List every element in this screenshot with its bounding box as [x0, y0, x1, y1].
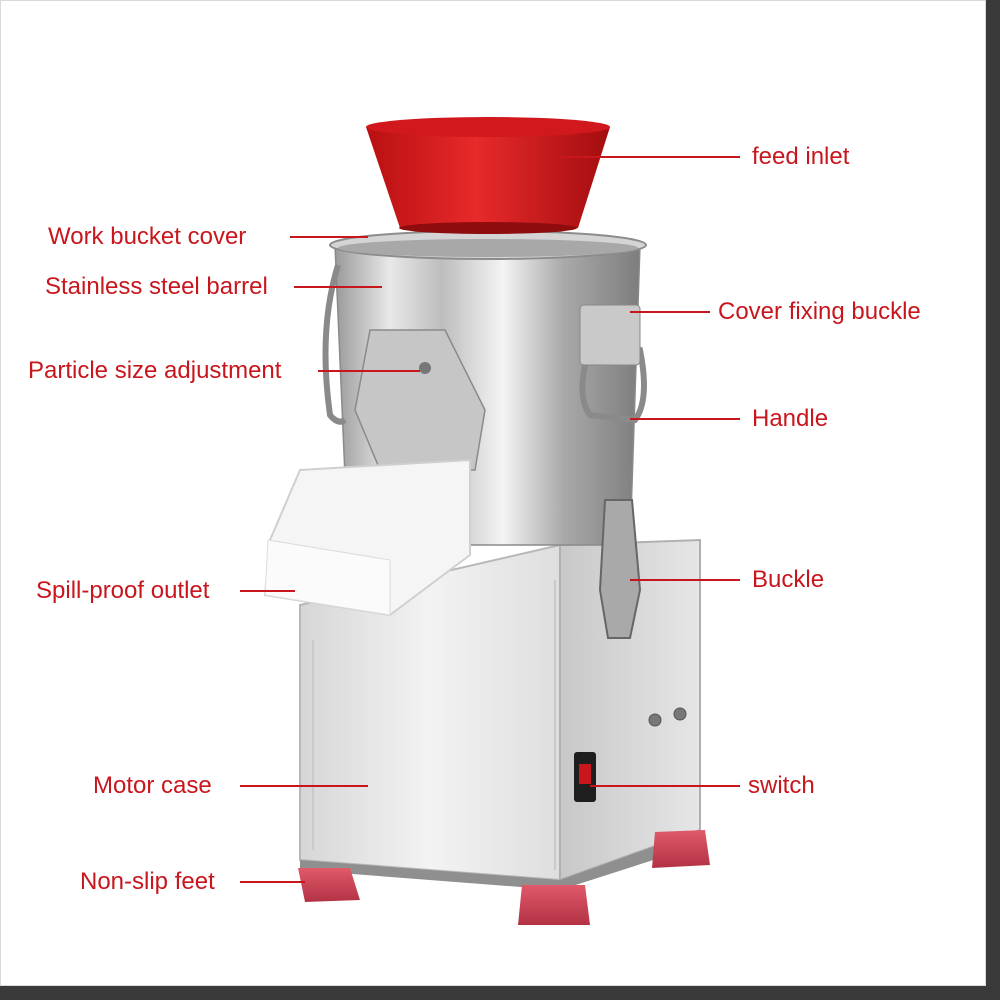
label-work-bucket-cover: Work bucket cover	[48, 223, 247, 250]
cover-fixing-buckle-plate	[579, 304, 641, 366]
spill-proof-outlet	[263, 458, 471, 617]
feed-inlet-cone	[366, 117, 610, 234]
left-handle	[322, 264, 347, 425]
non-slip-feet	[298, 830, 710, 925]
label-handle: Handle	[752, 405, 829, 432]
label-non-slip-feet: Non-slip feet	[80, 868, 215, 895]
buckle-clamp	[598, 499, 642, 639]
label-motor-case: Motor case	[93, 772, 212, 799]
label-stainless-steel-barrel: Stainless steel barrel	[45, 273, 268, 300]
particle-size-adjuster	[354, 329, 486, 471]
label-switch: switch	[748, 772, 815, 799]
label-particle-size-adjustment: Particle size adjustment	[28, 357, 282, 384]
indicator-light	[673, 707, 687, 721]
indicator-light	[648, 713, 662, 727]
label-feed-inlet: feed inlet	[752, 143, 850, 170]
label-cover-fixing-buckle: Cover fixing buckle	[718, 298, 921, 325]
label-spill-proof-outlet: Spill-proof outlet	[36, 577, 210, 604]
rocker-switch	[574, 752, 596, 802]
callout-lines	[240, 156, 740, 883]
label-buckle: Buckle	[752, 566, 825, 593]
